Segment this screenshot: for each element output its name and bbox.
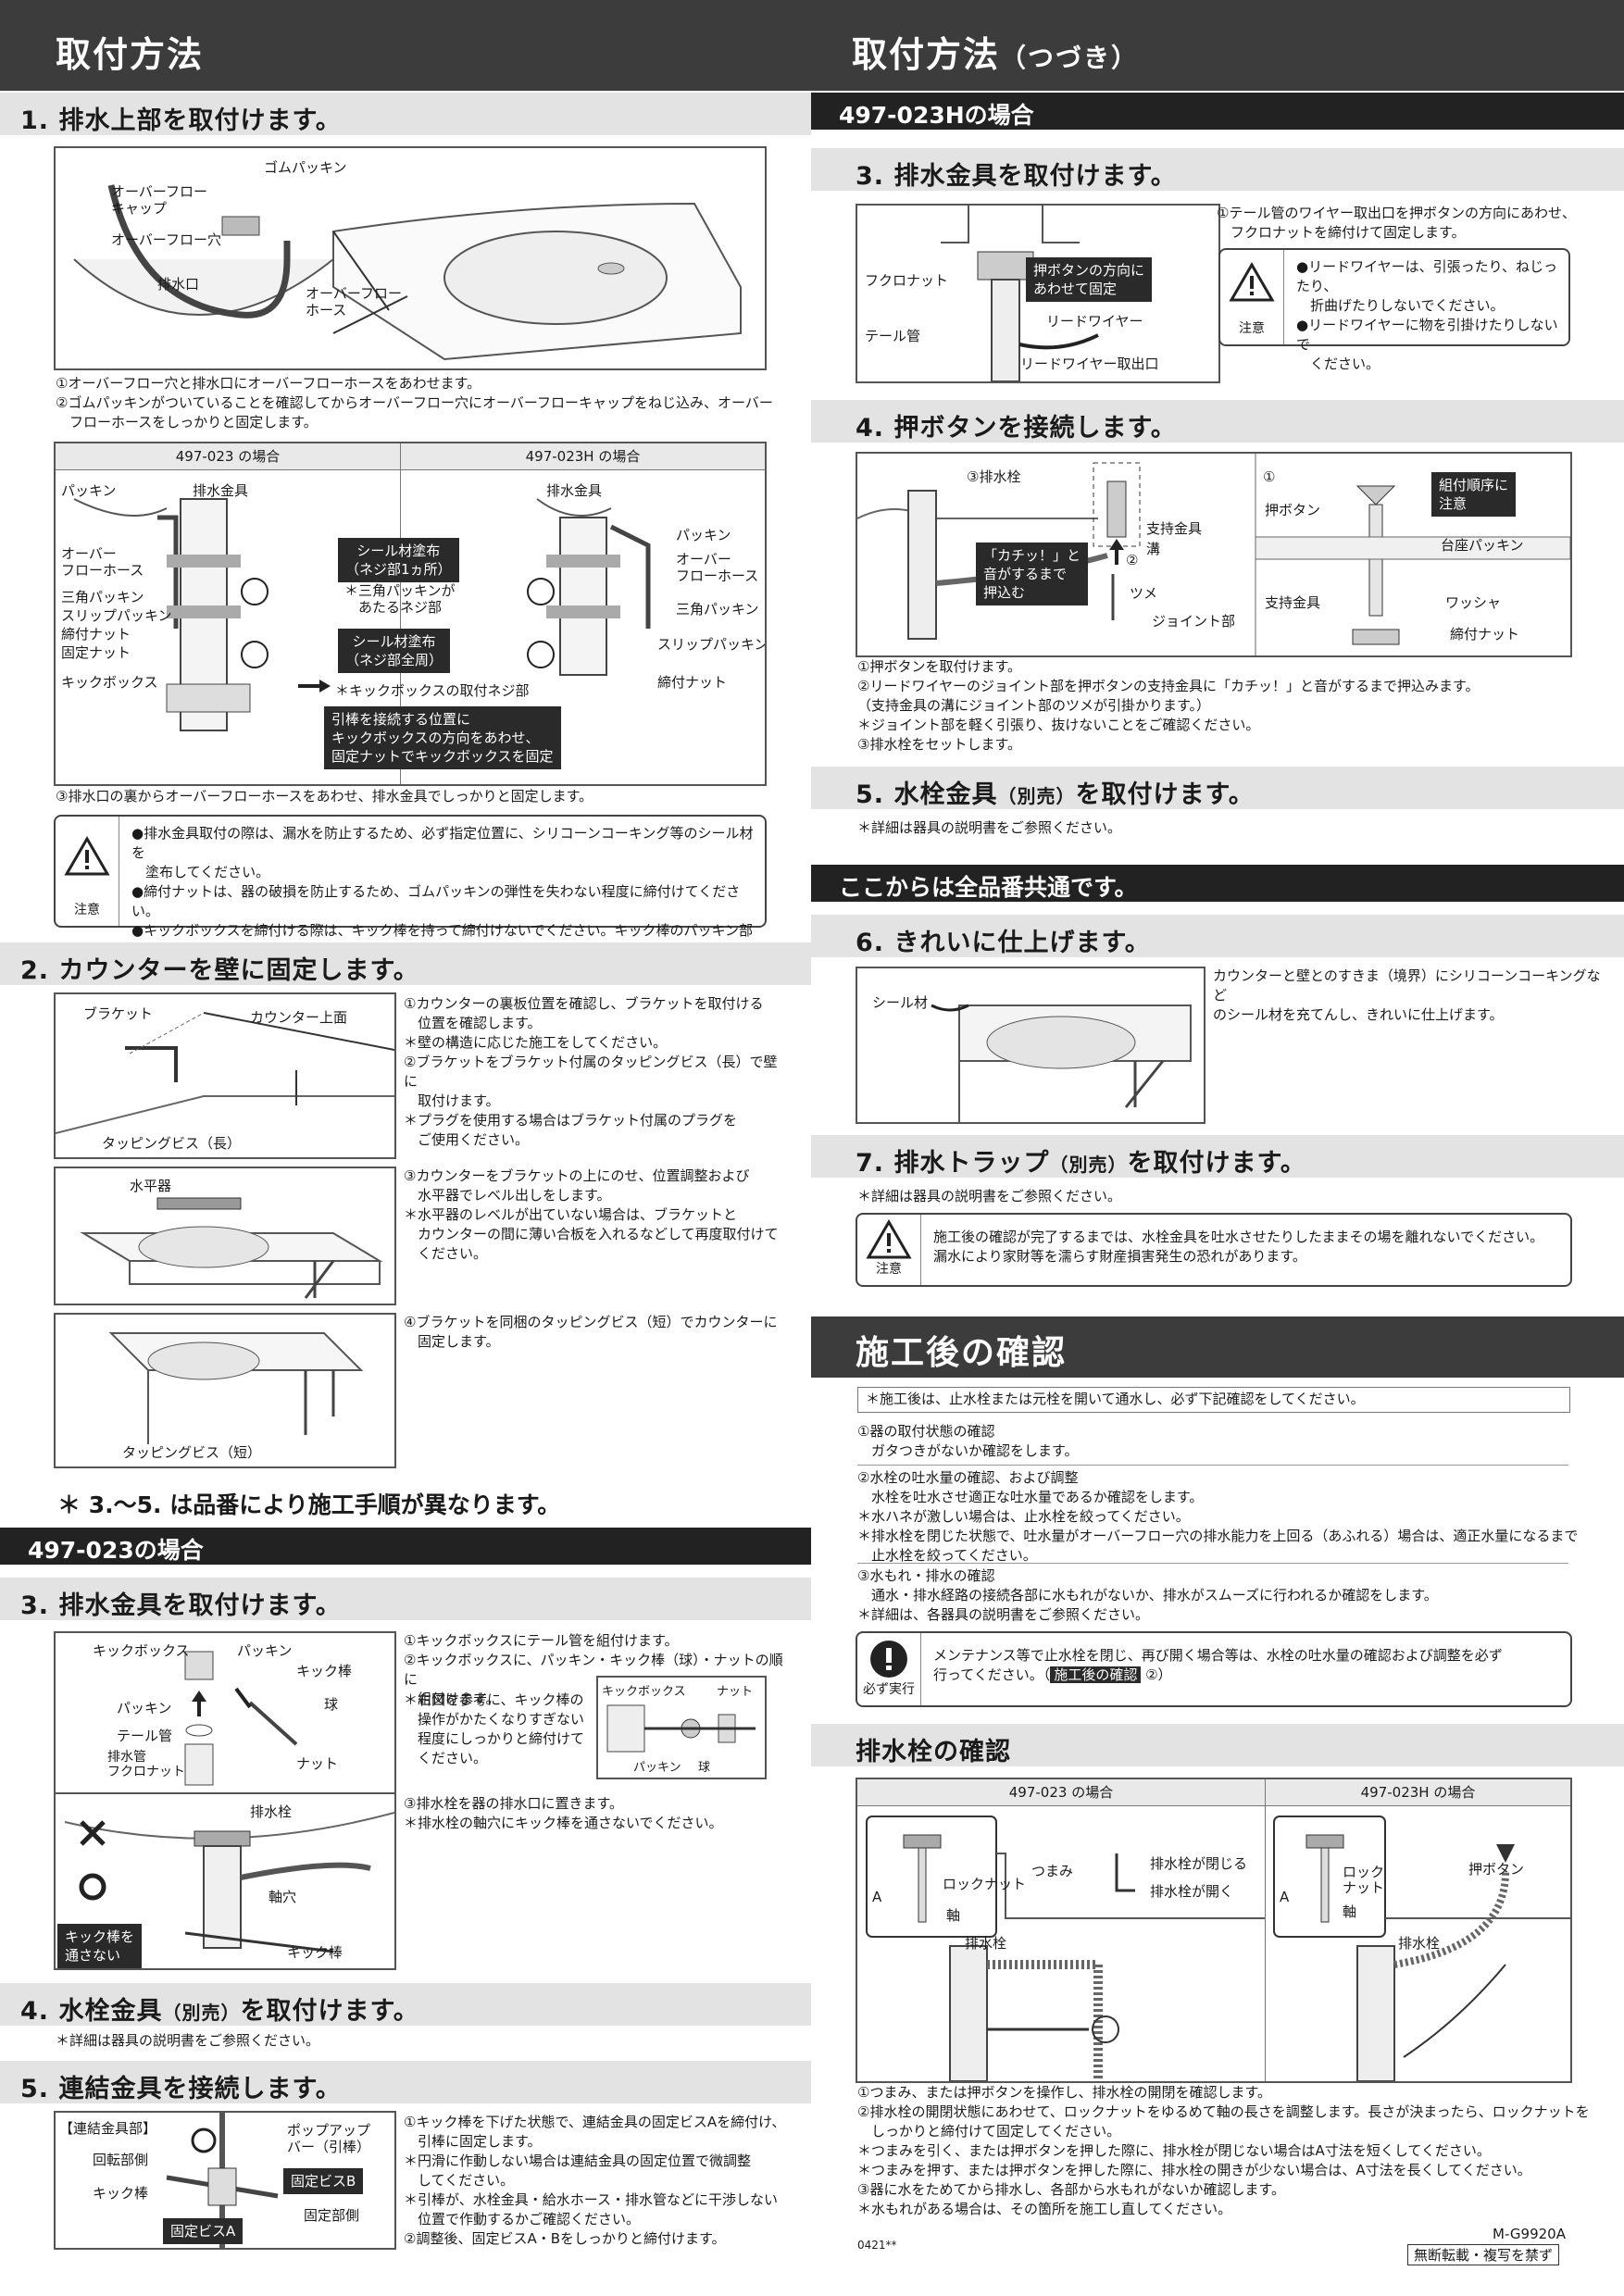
right-step4-notes: ①押ボタンを取付けます。 ②リードワイヤーのジョイント部を押ボタンの支持金具に「… xyxy=(857,658,1480,753)
right-step5-note: ＊詳細は器具の説明書をご参照ください。 xyxy=(857,819,1122,836)
warning-icon xyxy=(1229,262,1275,302)
kickbox-box: 引棒を接続する位置に キックボックスの方向をあわせ、 固定ナットでキックボックス… xyxy=(324,706,561,769)
left-step4-heading: 4. 水栓金具（別売）を取付けます。 xyxy=(0,1983,811,2026)
footer-code: 0421** xyxy=(857,2239,897,2252)
section-497-023: 497-023の場合 xyxy=(0,1528,811,1565)
left-step5-notes: ①キック棒を下げた状態で、連結金具の固定ビスAを締付け、 引棒に固定します。 ＊… xyxy=(404,2114,786,2247)
level-figure: 水平器 xyxy=(54,1167,396,1305)
no-copy-notice: 無断転載・複写を禁ず xyxy=(1407,2244,1560,2265)
drain-check-figure: 497-023 の場合 497-023H の場合 つまみ ロックナット 軸 A … xyxy=(856,1778,1572,2083)
left-step3-notes2: ③排水栓を器の排水口に置きます。 ＊排水栓の軸穴にキック棒を通さないでください。 xyxy=(404,1795,723,1831)
tail-pipe-figure: フクロナット テール管 リードワイヤー リードワイヤー取出口 押ボタンの方向に … xyxy=(856,204,1220,383)
drain-check-notes: ①つまみ、または押ボタンを操作し、排水栓の開閉を確認します。 ②排水栓の開閉状態… xyxy=(857,2084,1590,2217)
header-bar: 取付方法 取付方法（つづき） xyxy=(0,0,1624,91)
step1-note3: ③排水口の裏からオーバーフローホースをあわせ、排水金具でしっかりと固定します。 xyxy=(56,788,593,805)
doc-number: M-G9920A xyxy=(1493,2226,1566,2242)
after-construction-heading: 施工後の確認 xyxy=(811,1316,1624,1378)
step1-notes: ①オーバーフロー穴と排水口にオーバーフローホースをあわせます。 ②ゴムパッキンが… xyxy=(56,375,773,430)
left-step4-note: ＊詳細は器具の説明書をご参照ください。 xyxy=(56,2032,320,2049)
procedure-differs-note: ＊ 3.〜5. は品番により施工手順が異なります。 xyxy=(57,1491,561,1518)
click-box: 「カチッ！」と 音がするまで 押込む xyxy=(976,543,1089,605)
step6-notes: カウンターと壁とのすきま（境界）にシリコーンコーキングなど のシール材を充てんし… xyxy=(1213,967,1601,1023)
check1: ①器の取付状態の確認 ガタつきがないか確認をします。 xyxy=(857,1423,1079,1459)
seal-figure: シール材 xyxy=(856,967,1206,1124)
step7-heading: 7. 排水トラップ（別売）を取付けます。 xyxy=(811,1135,1624,1178)
push-button-figure: ③排水栓 支持金具 溝 ツメ ジョイント部 ① 押ボタン 台座パッキン 支持金具… xyxy=(856,452,1572,657)
left-step3-notes1: ①キックボックスにテール管を組付けます。 ②キックボックスに、パッキン・キック棒… xyxy=(404,1632,783,1707)
drain-check-drawing xyxy=(866,1816,1570,2081)
bracket-drawing xyxy=(56,1012,394,1134)
overflow-figure: ゴムパッキン オーバーフロー キャップ オーバーフロー穴 排水口 オーバーフロー… xyxy=(54,146,767,370)
right-step4-heading: 4. 押ボタンを接続します。 xyxy=(811,400,1624,443)
right-step3-caution: 注意 ●リードワイヤーは、引張ったり、ねじったり、 折曲げたりしないでください。… xyxy=(1218,248,1570,372)
step7-caution: 注意 施工後の確認が完了するまでは、水栓金具を吐水させたりしたままその場を離れな… xyxy=(856,1213,1572,1287)
connector-figure: 【連結金具部】 回転部側 キック棒 ポップアップ バー（引棒） 固定部側 固定ビ… xyxy=(54,2111,396,2250)
check3: ③水もれ・排水の確認 通水・排水経路の接続各部に水もれがないか、排水がスムーズに… xyxy=(857,1567,1438,1623)
kick-inset-figure: キックボックス ナット パッキン 球 xyxy=(596,1676,767,1779)
drain-head-023: 497-023 の場合 xyxy=(857,1779,1266,1806)
left-page-title: 取付方法 xyxy=(56,34,205,75)
kickbox-drawing xyxy=(184,1651,298,1786)
screw-drawing xyxy=(108,1332,364,1444)
step2-notes3: ④ブラケットを同梱のタッピングビス（短）でカウンターに 固定します。 xyxy=(404,1314,778,1350)
step2-notes1: ①カウンターの裏板位置を確認し、ブラケットを取付ける 位置を確認します。 ＊壁の… xyxy=(404,995,778,1148)
screw-a-box: 固定ビスA xyxy=(163,2218,244,2244)
step1-caution: 注意 ●排水金具取付の際は、漏水を防止するため、必ず指定位置に、シリコーンコーキ… xyxy=(54,815,767,978)
table-head-023H: 497-023H の場合 xyxy=(401,443,765,470)
right-step3-notes: ①テール管のワイヤー取出口を押ボタンの方向にあわせ、 フクロナットを締付けて固定… xyxy=(1217,205,1576,241)
right-step3-heading: 3. 排水金具を取付けます。 xyxy=(811,148,1624,191)
drain-head-023H: 497-023H の場合 xyxy=(1266,1779,1570,1806)
overflow-drawing xyxy=(73,184,742,361)
drain-check-heading: 排水栓の確認 xyxy=(811,1724,1624,1766)
seal-box-2: シール材塗布 （ネジ部全周） xyxy=(338,629,451,673)
drain-assembly-figure: 497-023 の場合 497-023H の場合 パッキン 排水金具 オーバー … xyxy=(54,442,767,786)
section-497-023H: 497-023Hの場合 xyxy=(811,93,1624,130)
bracket-figure: ブラケット カウンター上面 タッピングビス（長） xyxy=(54,992,396,1159)
step6-heading: 6. きれいに仕上げます。 xyxy=(811,915,1624,957)
level-drawing xyxy=(80,1197,383,1299)
check2: ②水栓の吐水量の確認、および調整 水栓を吐水させ適正な吐水量であるか確認をします… xyxy=(857,1469,1579,1564)
right-step5-heading: 5. 水栓金具（別売）を取付けます。 xyxy=(811,767,1624,809)
common-section: ここからは全品番共通です。 xyxy=(811,865,1624,902)
step2-heading: 2. カウンターを壁に固定します。 xyxy=(0,942,811,985)
kick-inset-drawing xyxy=(606,1704,756,1753)
must-do-box: 必ず実行 メンテナンス等で止水栓を閉じ、再び開く場合等は、水栓の吐水量の確認およ… xyxy=(856,1631,1572,1707)
order-box: 組付順序に 注意 xyxy=(1431,472,1517,517)
seal-box-1: シール材塗布 （ネジ部1ヵ所） xyxy=(338,538,459,582)
table-head-023: 497-023 の場合 xyxy=(56,443,401,470)
drain-assembly-drawing xyxy=(73,498,651,731)
step1-heading: 1. 排水上部を取付けます。 xyxy=(0,93,811,135)
warning-icon xyxy=(866,1219,912,1259)
drain-plug-drawing xyxy=(64,1812,394,1953)
button-direction-box: 押ボタンの方向に あわせて固定 xyxy=(1026,257,1153,302)
screw-b-box: 固定ビスB xyxy=(283,2168,364,2194)
left-step3-heading: 3. 排水金具を取付けます。 xyxy=(0,1578,811,1620)
after-intro-box: ＊施工後は、止水栓または元栓を開いて通水し、必ず下記確認をしてください。 xyxy=(857,1387,1570,1413)
kickbox-figure: キックボックス パッキン キック棒 球 パッキン テール管 排水管 フクロナット… xyxy=(54,1631,396,1798)
tail-pipe-drawing xyxy=(941,206,1099,381)
step2-notes2: ③カウンターをブラケットの上にのせ、位置調整および 水平器でレベル出しをします。… xyxy=(404,1167,779,1262)
no-kick-box: キック棒を 通さない xyxy=(57,1924,143,1968)
push-button-drawing xyxy=(857,454,1570,655)
warning-icon xyxy=(64,836,110,876)
exclamation-icon xyxy=(870,1641,907,1678)
screw-figure: タッピングビス（短） xyxy=(54,1313,396,1468)
left-step5-heading: 5. 連結金具を接続します。 xyxy=(0,2061,811,2103)
left-step3-notes1b: ＊右図を参考に、キック棒の 操作がかたくなりすぎない 程度にしっかりと締付けて … xyxy=(404,1691,585,1766)
seal-drawing xyxy=(931,1004,1192,1122)
right-page-title: 取付方法（つづき） xyxy=(852,34,1140,75)
step7-note: ＊詳細は器具の説明書をご参照ください。 xyxy=(857,1188,1122,1204)
drain-plug-figure: 排水栓 軸穴 キック棒 キック棒を 通さない xyxy=(54,1792,396,1970)
